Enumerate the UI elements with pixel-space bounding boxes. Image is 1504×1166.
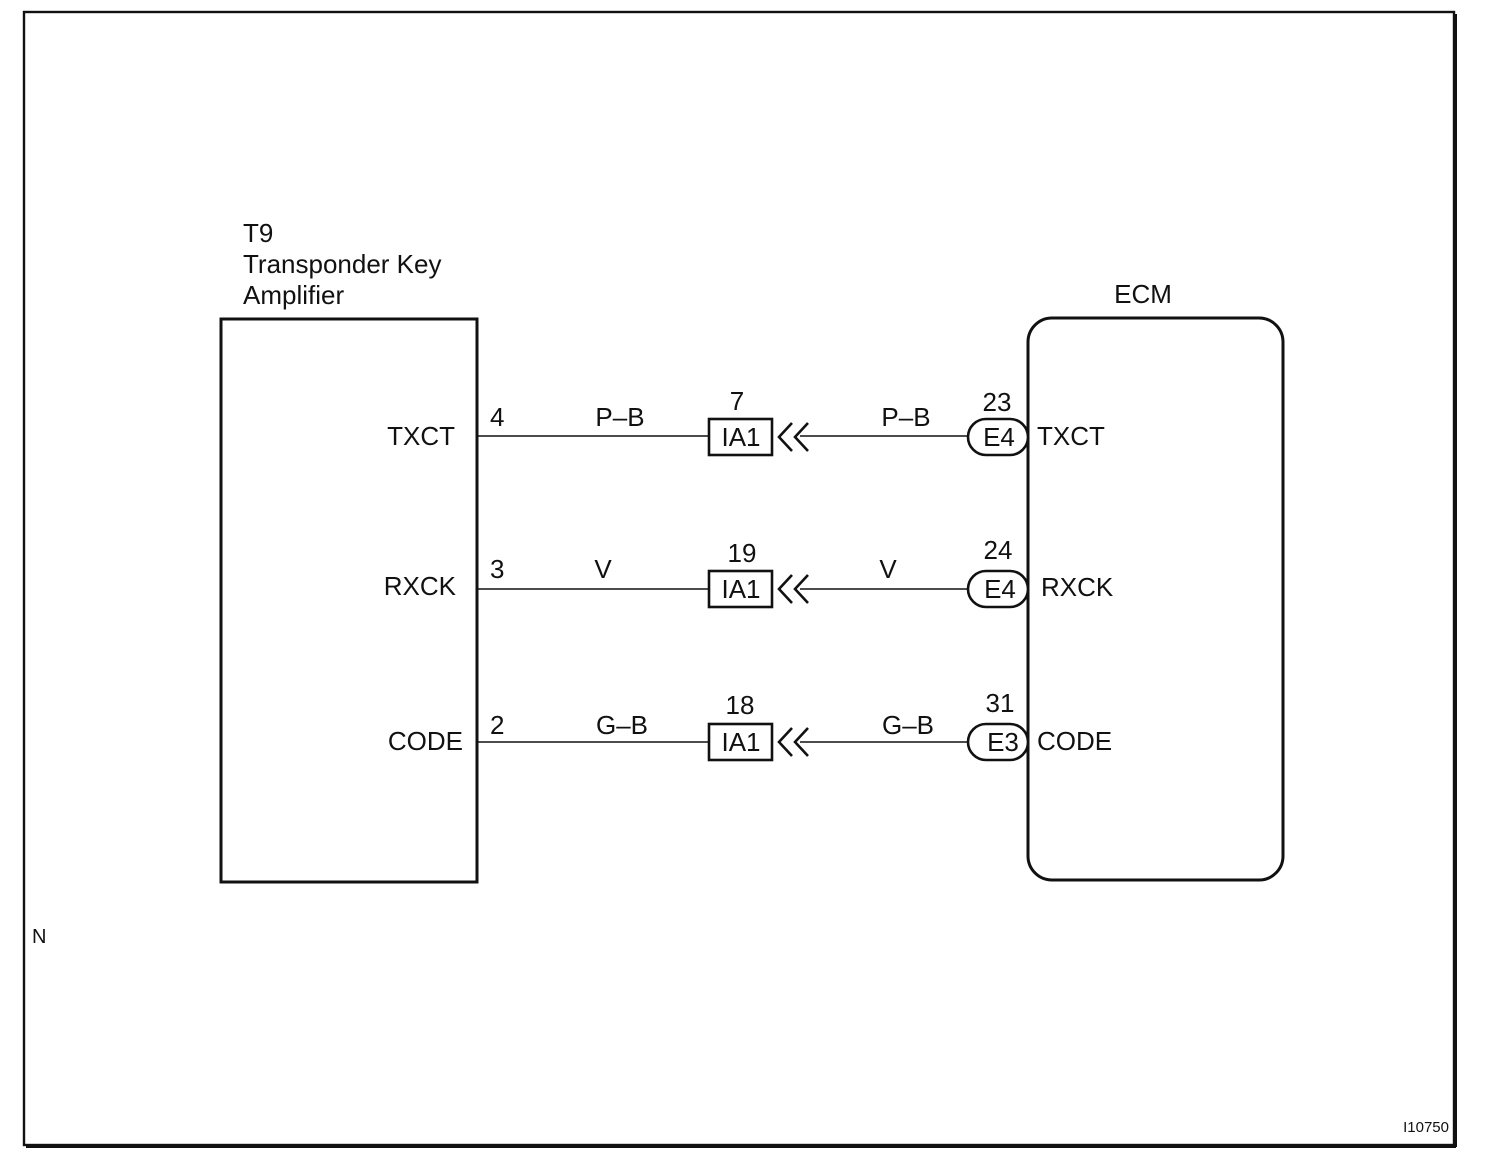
ecm-signal-label: RXCK (1041, 572, 1114, 602)
figure-id: I10750 (1403, 1119, 1449, 1136)
ecm-pin-number: 24 (984, 535, 1013, 565)
corner-mark: N (32, 926, 46, 948)
ecm-label: ECM (1114, 279, 1172, 309)
junction-connector-box (707, 722, 774, 762)
ecm-connector-oval (966, 417, 1030, 457)
ecm-connector-oval (966, 569, 1030, 609)
amp-pin-number: 4 (490, 402, 504, 432)
junction-pin-number: 7 (730, 386, 744, 416)
connector-arrow-icon (777, 727, 809, 757)
junction-connector-box (707, 417, 774, 457)
wire-color-right: P–B (881, 402, 930, 432)
amp-signal-label: CODE (388, 726, 463, 756)
ecm-connector-label: E4 (983, 422, 1015, 452)
ecm-pin-number: 31 (986, 688, 1015, 718)
amp-pin-number: 2 (490, 710, 504, 740)
wire-color-right: V (879, 554, 897, 584)
junction-pin-number: 19 (728, 538, 757, 568)
circuit-code: CODE 2 G–B 18 IA1 G–B 31 E3 CODE (388, 688, 1112, 762)
circuit-rxck: RXCK 3 V 19 IA1 V 24 E4 RXCK (384, 535, 1114, 609)
circuit-txct: TXCT 4 P–B 7 IA1 P–B 23 E4 TXCT (387, 386, 1105, 457)
ecm-box (1026, 316, 1285, 882)
junction-pin-number: 18 (726, 690, 755, 720)
amp-signal-label: TXCT (387, 421, 455, 451)
wire-color-left: G–B (596, 710, 648, 740)
junction-connector-box (707, 569, 774, 609)
wire-color-left: P–B (595, 402, 644, 432)
connector-arrow-icon (777, 574, 809, 604)
ecm-signal-label: CODE (1037, 726, 1112, 756)
amplifier-box (219, 317, 479, 884)
ecm-pin-number: 23 (983, 387, 1012, 417)
wire-color-right: G–B (882, 710, 934, 740)
ecm-connector-label: E4 (984, 574, 1016, 604)
ecm-signal-label: TXCT (1037, 421, 1105, 451)
amp-signal-label: RXCK (384, 571, 457, 601)
junction-connector-label: IA1 (721, 422, 760, 452)
ecm-connector-label: E3 (987, 727, 1019, 757)
amp-pin-number: 3 (490, 554, 504, 584)
diagram-frame (22, 10, 1456, 1147)
ecm-connector-oval (966, 722, 1030, 762)
connector-arrow-icon (777, 422, 809, 452)
amplifier-code: T9 (243, 218, 273, 248)
junction-connector-label: IA1 (721, 574, 760, 604)
amplifier-name-line2: Amplifier (243, 280, 344, 310)
junction-connector-label: IA1 (721, 727, 760, 757)
amplifier-name-line1: Transponder Key (243, 249, 441, 279)
wire-color-left: V (594, 554, 612, 584)
